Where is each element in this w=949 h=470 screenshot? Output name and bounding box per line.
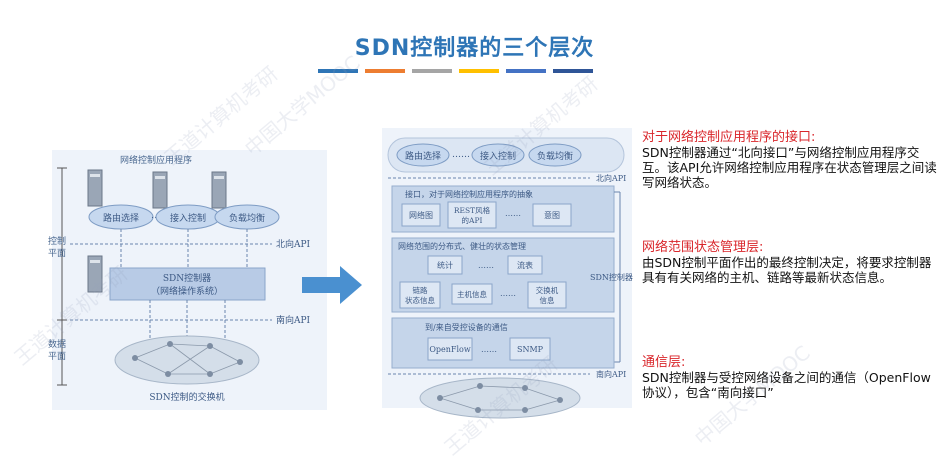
svg-text:路由选择: 路由选择 <box>405 150 441 162</box>
svg-text:……: …… <box>505 209 521 218</box>
svg-text:意图: 意图 <box>544 210 560 220</box>
svg-text:平面: 平面 <box>48 248 66 259</box>
server-icon <box>152 171 168 209</box>
svg-text:负载均衡: 负载均衡 <box>537 150 573 162</box>
app-access-control <box>471 143 525 167</box>
svg-text:控制: 控制 <box>48 235 66 247</box>
svg-text:的API: 的API <box>462 215 483 225</box>
svg-text:……: …… <box>500 289 516 298</box>
svg-text:网络范围的分布式、健壮的状态管理: 网络范围的分布式、健壮的状态管理 <box>398 241 526 251</box>
svg-text:信息: 信息 <box>540 295 555 305</box>
state-management-description: 网络范围状态管理层: 由SDN控制平面作出的最终控制决定，将要求控制器具有有关网… <box>642 240 942 285</box>
switches-label: SDN控制的交换机 <box>149 391 224 403</box>
svg-text:SDN控制器: SDN控制器 <box>163 272 211 284</box>
svg-text:数据: 数据 <box>48 338 66 350</box>
app-routing <box>396 143 450 167</box>
svg-text:主机信息: 主机信息 <box>457 289 487 299</box>
app-load-balancing <box>528 143 582 167</box>
switch-mesh <box>134 343 241 375</box>
svg-text:……: …… <box>481 345 497 354</box>
switch-cloud <box>419 377 581 419</box>
server-icon <box>211 171 227 209</box>
svg-text:接口，对于网络控制应用程序的抽象: 接口，对于网络控制应用程序的抽象 <box>405 189 533 199</box>
svg-text:负载均衡: 负载均衡 <box>229 212 265 224</box>
server-icon <box>87 169 103 207</box>
svg-text:链路: 链路 <box>413 285 428 295</box>
color-segment <box>412 69 452 73</box>
svg-text:SNMP: SNMP <box>517 345 544 354</box>
svg-text:统计: 统计 <box>437 260 453 270</box>
svg-text:OpenFlow: OpenFlow <box>429 345 470 354</box>
switch-nodes <box>132 341 243 377</box>
color-segment <box>459 69 499 73</box>
northbound-api-label: 北向API <box>596 173 626 183</box>
svg-text:平面: 平面 <box>48 351 66 362</box>
southbound-api-label: 南向API <box>276 314 311 326</box>
server-icon <box>87 255 103 293</box>
svg-text:……: …… <box>478 261 494 270</box>
sdn-controller-label: SDN控制器 <box>590 272 633 282</box>
svg-text:……: …… <box>452 150 470 160</box>
switch-cloud <box>114 335 260 385</box>
svg-text:交换机: 交换机 <box>536 285 559 295</box>
southbound-api-label: 南向API <box>596 369 626 379</box>
color-segment <box>318 69 358 73</box>
description-body: 由SDN控制平面作出的最终控制决定，将要求控制器具有有关网络的主机、链路等最新状… <box>642 255 932 285</box>
description-heading: 通信层: <box>642 355 686 370</box>
sdn-controller-box <box>109 267 266 301</box>
svg-text:（网络操作系统）: （网络操作系统） <box>151 285 223 297</box>
interface-description: 对于网络控制应用程序的接口: SDN控制器通过“北向接口”与网络控制应用程序交互… <box>642 130 942 190</box>
apps-title: 网络控制应用程序 <box>120 154 192 166</box>
svg-text:REST风格: REST风格 <box>454 205 491 215</box>
right-diagram: 路由选择 …… 接入控制 负载均衡 北向API 接口，对于网络控制应用程序的抽象… <box>382 128 633 419</box>
color-segment <box>553 69 593 73</box>
description-body: SDN控制器通过“北向接口”与网络控制应用程序交互。该API允许网络控制应用程序… <box>642 145 937 190</box>
svg-text:到/来自受控设备的通信: 到/来自受控设备的通信 <box>425 322 508 332</box>
left-diagram: 控制 平面 数据 平面 网络控制应用程序 路由选择 …… 接入控制 负载均衡 <box>48 150 327 410</box>
communication-description: 通信层: SDN控制器与受控网络设备之间的通信（OpenFlow协议），包含“南… <box>642 355 942 400</box>
svg-text:状态信息: 状态信息 <box>405 295 435 305</box>
description-heading: 网络范围状态管理层: <box>642 240 764 255</box>
svg-text:接入控制: 接入控制 <box>170 212 206 224</box>
color-segment <box>506 69 546 73</box>
color-segment <box>365 69 405 73</box>
northbound-api-label: 北向API <box>276 238 311 250</box>
description-body: SDN控制器与受控网络设备之间的通信（OpenFlow协议），包含“南向接口” <box>642 370 931 400</box>
title-color-bar <box>318 69 593 73</box>
page-title: SDN控制器的三个层次 <box>354 36 595 61</box>
svg-text:流表: 流表 <box>517 260 533 270</box>
description-heading: 对于网络控制应用程序的接口: <box>642 130 816 145</box>
svg-text:网络图: 网络图 <box>409 210 433 220</box>
svg-text:路由选择: 路由选择 <box>103 212 139 224</box>
svg-text:接入控制: 接入控制 <box>480 150 516 162</box>
right-arrow-icon <box>302 266 362 304</box>
